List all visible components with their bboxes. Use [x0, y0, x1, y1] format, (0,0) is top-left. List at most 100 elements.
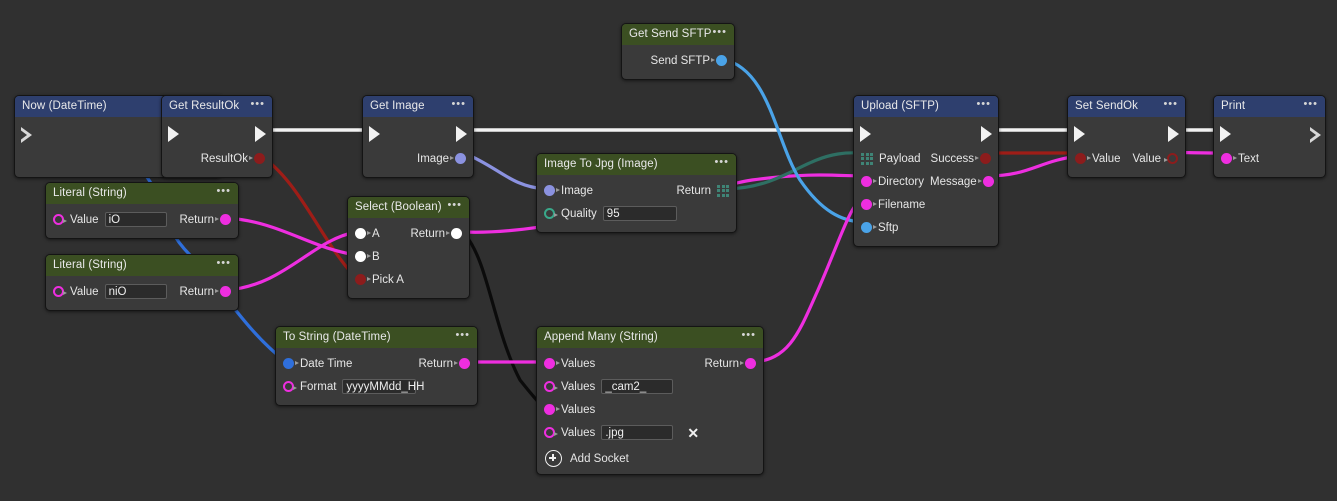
- pin-directory[interactable]: [861, 176, 877, 187]
- node-menu-icon[interactable]: •••: [714, 156, 729, 168]
- exec-out-arrow-icon[interactable]: [1308, 126, 1321, 143]
- exec-out-arrow-icon[interactable]: [456, 126, 467, 142]
- value-field[interactable]: .jpg: [601, 425, 674, 440]
- node-get-resultok[interactable]: Get ResultOk••• ResultOk: [161, 95, 273, 178]
- wire-appendmany-return-to-upload-filename[interactable]: [751, 197, 864, 364]
- wire-imagetojpg-return-to-upload-payload[interactable]: [724, 151, 864, 191]
- pin-date-time[interactable]: [283, 358, 299, 369]
- node-get-send-sftp[interactable]: Get Send SFTP•••Send SFTP: [621, 23, 735, 80]
- pin-image[interactable]: [544, 185, 560, 196]
- array-grid-pin-icon[interactable]: [717, 184, 729, 197]
- pin-message[interactable]: [977, 176, 994, 187]
- socket-row: Pick A: [348, 268, 469, 291]
- value-field[interactable]: yyyyMMdd_HH: [342, 379, 424, 394]
- pin-values[interactable]: [544, 358, 560, 369]
- exec-in-arrow-icon[interactable]: [1074, 126, 1085, 142]
- add-socket-button[interactable]: Add Socket: [537, 444, 763, 467]
- pin-a[interactable]: [355, 228, 371, 239]
- node-header-upload-sftp[interactable]: Upload (SFTP)•••: [854, 96, 998, 117]
- pin-quality[interactable]: [544, 208, 558, 219]
- array-grid-pin-icon[interactable]: [861, 152, 873, 165]
- node-menu-icon[interactable]: •••: [741, 329, 756, 341]
- node-header-get-send-sftp[interactable]: Get Send SFTP•••: [622, 24, 734, 45]
- node-header-append-many[interactable]: Append Many (String)•••: [537, 327, 763, 348]
- node-menu-icon[interactable]: •••: [250, 98, 265, 110]
- pin-value[interactable]: [53, 286, 67, 297]
- pin-b[interactable]: [355, 251, 371, 262]
- node-menu-icon[interactable]: •••: [712, 26, 727, 38]
- node-header-to-string-datetime[interactable]: To String (DateTime)•••: [276, 327, 477, 348]
- wire-getsendsftp-to-upload-sftp[interactable]: [721, 57, 864, 224]
- node-header-get-image[interactable]: Get Image•••: [363, 96, 473, 117]
- exec-out-arrow-icon[interactable]: [981, 126, 992, 142]
- exec-in-arrow-icon[interactable]: [168, 126, 179, 142]
- wire-getimage-image-to-imagetojpg[interactable]: [462, 151, 547, 191]
- pin-return[interactable]: [215, 286, 231, 297]
- node-title: Select (Boolean): [355, 201, 442, 213]
- pin-resultok[interactable]: [249, 153, 265, 164]
- node-menu-icon[interactable]: •••: [451, 98, 466, 110]
- socket-label: Format: [300, 380, 337, 393]
- socket-row: Image: [363, 147, 473, 170]
- remove-socket-button[interactable]: ✕: [687, 424, 700, 441]
- node-get-image[interactable]: Get Image••• Image: [362, 95, 474, 178]
- node-header-literal-1[interactable]: Literal (String)•••: [46, 183, 238, 204]
- node-header-image-to-jpg[interactable]: Image To Jpg (Image)•••: [537, 154, 736, 175]
- node-menu-icon[interactable]: •••: [976, 98, 991, 110]
- exec-in-arrow-icon[interactable]: [369, 126, 380, 142]
- node-header-get-resultok[interactable]: Get ResultOk•••: [162, 96, 272, 117]
- node-menu-icon[interactable]: •••: [216, 257, 231, 269]
- exec-in-arrow-icon[interactable]: [1220, 126, 1231, 142]
- pin-success[interactable]: [975, 153, 991, 164]
- node-header-select-boolean[interactable]: Select (Boolean) •••: [348, 197, 469, 218]
- node-menu-icon[interactable]: •••: [1303, 98, 1318, 110]
- node-print[interactable]: Print•••Text: [1213, 95, 1326, 178]
- exec-in-arrow-icon[interactable]: [860, 126, 871, 142]
- pin-return[interactable]: [446, 228, 462, 239]
- input-socket: Values: [544, 404, 595, 416]
- pin-sftp[interactable]: [861, 222, 877, 233]
- pin-format[interactable]: [283, 381, 297, 392]
- node-menu-icon[interactable]: •••: [1163, 98, 1178, 110]
- pin-values[interactable]: [544, 404, 560, 415]
- pin-value[interactable]: [1164, 153, 1178, 164]
- pin-send-sftp[interactable]: [711, 55, 727, 66]
- node-header-print[interactable]: Print•••: [1214, 96, 1325, 117]
- pin-return[interactable]: [454, 358, 470, 369]
- pin-value[interactable]: [53, 214, 67, 225]
- node-header-literal-2[interactable]: Literal (String)•••: [46, 255, 238, 276]
- socket-label: Value: [70, 213, 99, 226]
- pin-return[interactable]: [215, 214, 231, 225]
- wire-literal2-return-to-select-a[interactable]: [226, 230, 358, 292]
- value-field[interactable]: _cam2_: [601, 379, 674, 394]
- pin-values[interactable]: [544, 427, 558, 438]
- node-header-set-sendok[interactable]: Set SendOk•••: [1068, 96, 1185, 117]
- node-menu-icon[interactable]: •••: [455, 329, 470, 341]
- node-menu-icon[interactable]: •••: [216, 185, 231, 197]
- pin-filename[interactable]: [861, 199, 877, 210]
- wire-literal1-return-to-select-b[interactable]: [226, 216, 358, 257]
- exec-in-arrow-icon[interactable]: [19, 126, 32, 143]
- pin-value[interactable]: [1075, 153, 1091, 164]
- value-field[interactable]: iO: [104, 212, 167, 227]
- pin-image[interactable]: [450, 153, 466, 164]
- pin-pick-a[interactable]: [355, 274, 371, 285]
- pin-values[interactable]: [544, 381, 558, 392]
- pin-text[interactable]: [1221, 153, 1237, 164]
- value-field[interactable]: 95: [602, 206, 677, 221]
- exec-out-arrow-icon[interactable]: [1168, 126, 1179, 142]
- value-field[interactable]: niO: [104, 284, 167, 299]
- exec-out-arrow-icon[interactable]: [255, 126, 266, 142]
- socket-row: ResultOk: [162, 147, 272, 170]
- pin-return[interactable]: [740, 358, 756, 369]
- node-menu-icon[interactable]: •••: [447, 199, 462, 211]
